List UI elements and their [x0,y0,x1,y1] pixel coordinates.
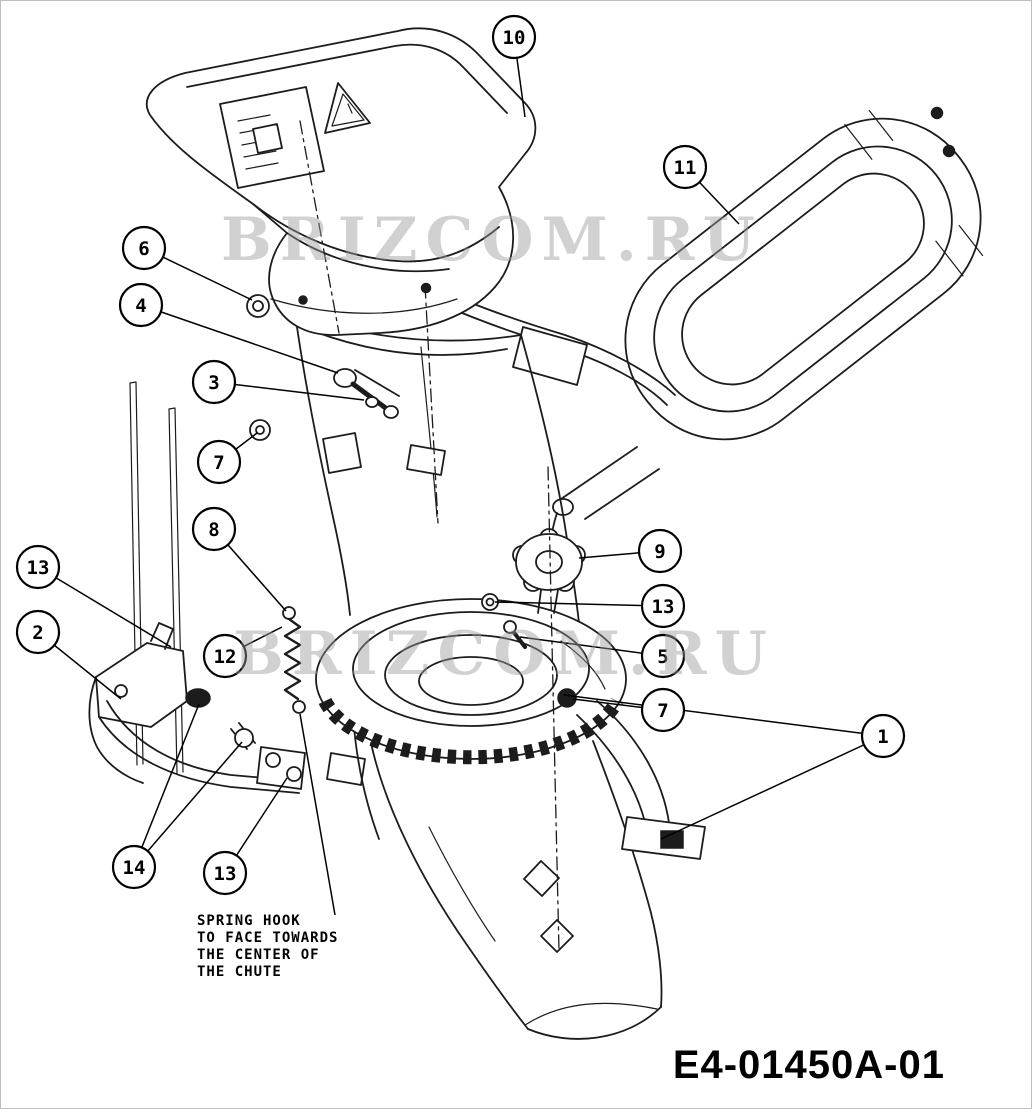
callout-3: 3 [191,359,237,405]
callout-label-8: 8 [208,519,219,541]
callout-label-1: 1 [877,726,888,748]
callout-7: 7 [196,439,242,485]
spring-art [282,606,306,714]
callout-circle-4 [118,282,164,328]
callout-14: 14 [111,844,157,890]
leader-line-14 [133,703,200,868]
part-number: E4-01450A-01 [672,1043,945,1087]
chute-knob-art [512,528,586,614]
callout-label-11: 11 [674,157,697,179]
lower-chute-art [326,714,663,1040]
callout-6: 6 [121,225,167,271]
callout-1: 1 [860,713,906,759]
note-line: SPRING HOOK [197,913,301,929]
leader-line-5 [519,636,664,657]
callout-label-13: 13 [652,596,675,618]
centerline-art [299,120,560,952]
deflector-art [145,27,537,336]
callouts-layer: 10 11 6 4 3 7 8 13 2 12 9 13 5 7 1 14 13 [15,14,906,916]
callout-circle-3 [191,359,237,405]
spring-hook-note: SPRING HOOK TO FACE TOWARDS THE CENTER O… [197,913,338,981]
callout-circle-5 [640,633,686,679]
note-line: THE CHUTE [197,964,282,980]
callout-9: 9 [637,528,683,574]
callout-label-5: 5 [657,646,668,668]
callout-label-4: 4 [135,295,146,317]
callout-circle-8 [191,506,237,552]
callout-label-2: 2 [32,622,43,644]
callout-5: 5 [640,633,686,679]
callout-circle-1 [860,713,906,759]
note-line: THE CENTER OF [197,947,320,963]
callout-label-13: 13 [27,557,50,579]
knob-14-art [185,688,211,708]
callout-13: 13 [15,544,61,590]
callout-label-7: 7 [657,700,668,722]
callout-circle-9 [637,528,683,574]
callout-7: 7 [640,687,686,733]
callout-circle-13 [15,544,61,590]
leader-line-1 [563,694,884,737]
callout-label-3: 3 [208,372,219,394]
leader-line-3 [213,381,365,401]
note-line: TO FACE TOWARDS [197,930,339,946]
callout-label-7: 7 [213,452,224,474]
upper-chute-art [294,312,581,634]
callout-circle-11 [662,144,708,190]
callout-circle-7 [196,439,242,485]
leader-line-13 [37,566,172,648]
callout-13: 13 [202,850,248,896]
leader-line-14 [133,741,243,868]
crank-rod-art [432,290,676,548]
callout-label-10: 10 [503,27,526,49]
callout-label-9: 9 [654,541,665,563]
callout-circle-13 [640,583,686,629]
lower-bracket-art [88,622,306,794]
callout-circle-14 [111,844,157,890]
chute-ring-gear-art [315,598,706,860]
callout-circle-7 [640,687,686,733]
callout-label-14: 14 [123,857,146,879]
fasteners-art [246,294,577,708]
callout-11: 11 [662,144,708,190]
leader-line-1 [660,735,884,840]
callout-13: 13 [640,583,686,629]
callout-circle-12 [202,633,248,679]
callout-circle-2 [15,609,61,655]
callout-circle-13 [202,850,248,896]
callout-4: 4 [118,282,164,328]
callout-label-13: 13 [214,863,237,885]
callout-circle-10 [491,14,537,60]
leader-line-4 [140,304,339,374]
callout-label-12: 12 [214,646,237,668]
handle-art [624,106,984,441]
leader-line-13 [494,601,664,607]
callout-8: 8 [191,506,237,552]
callout-circle-6 [121,225,167,271]
note-leader-line [299,713,336,916]
callout-label-6: 6 [138,238,149,260]
callout-12: 12 [202,633,248,679]
callout-2: 2 [15,609,61,655]
callout-10: 10 [491,14,537,60]
